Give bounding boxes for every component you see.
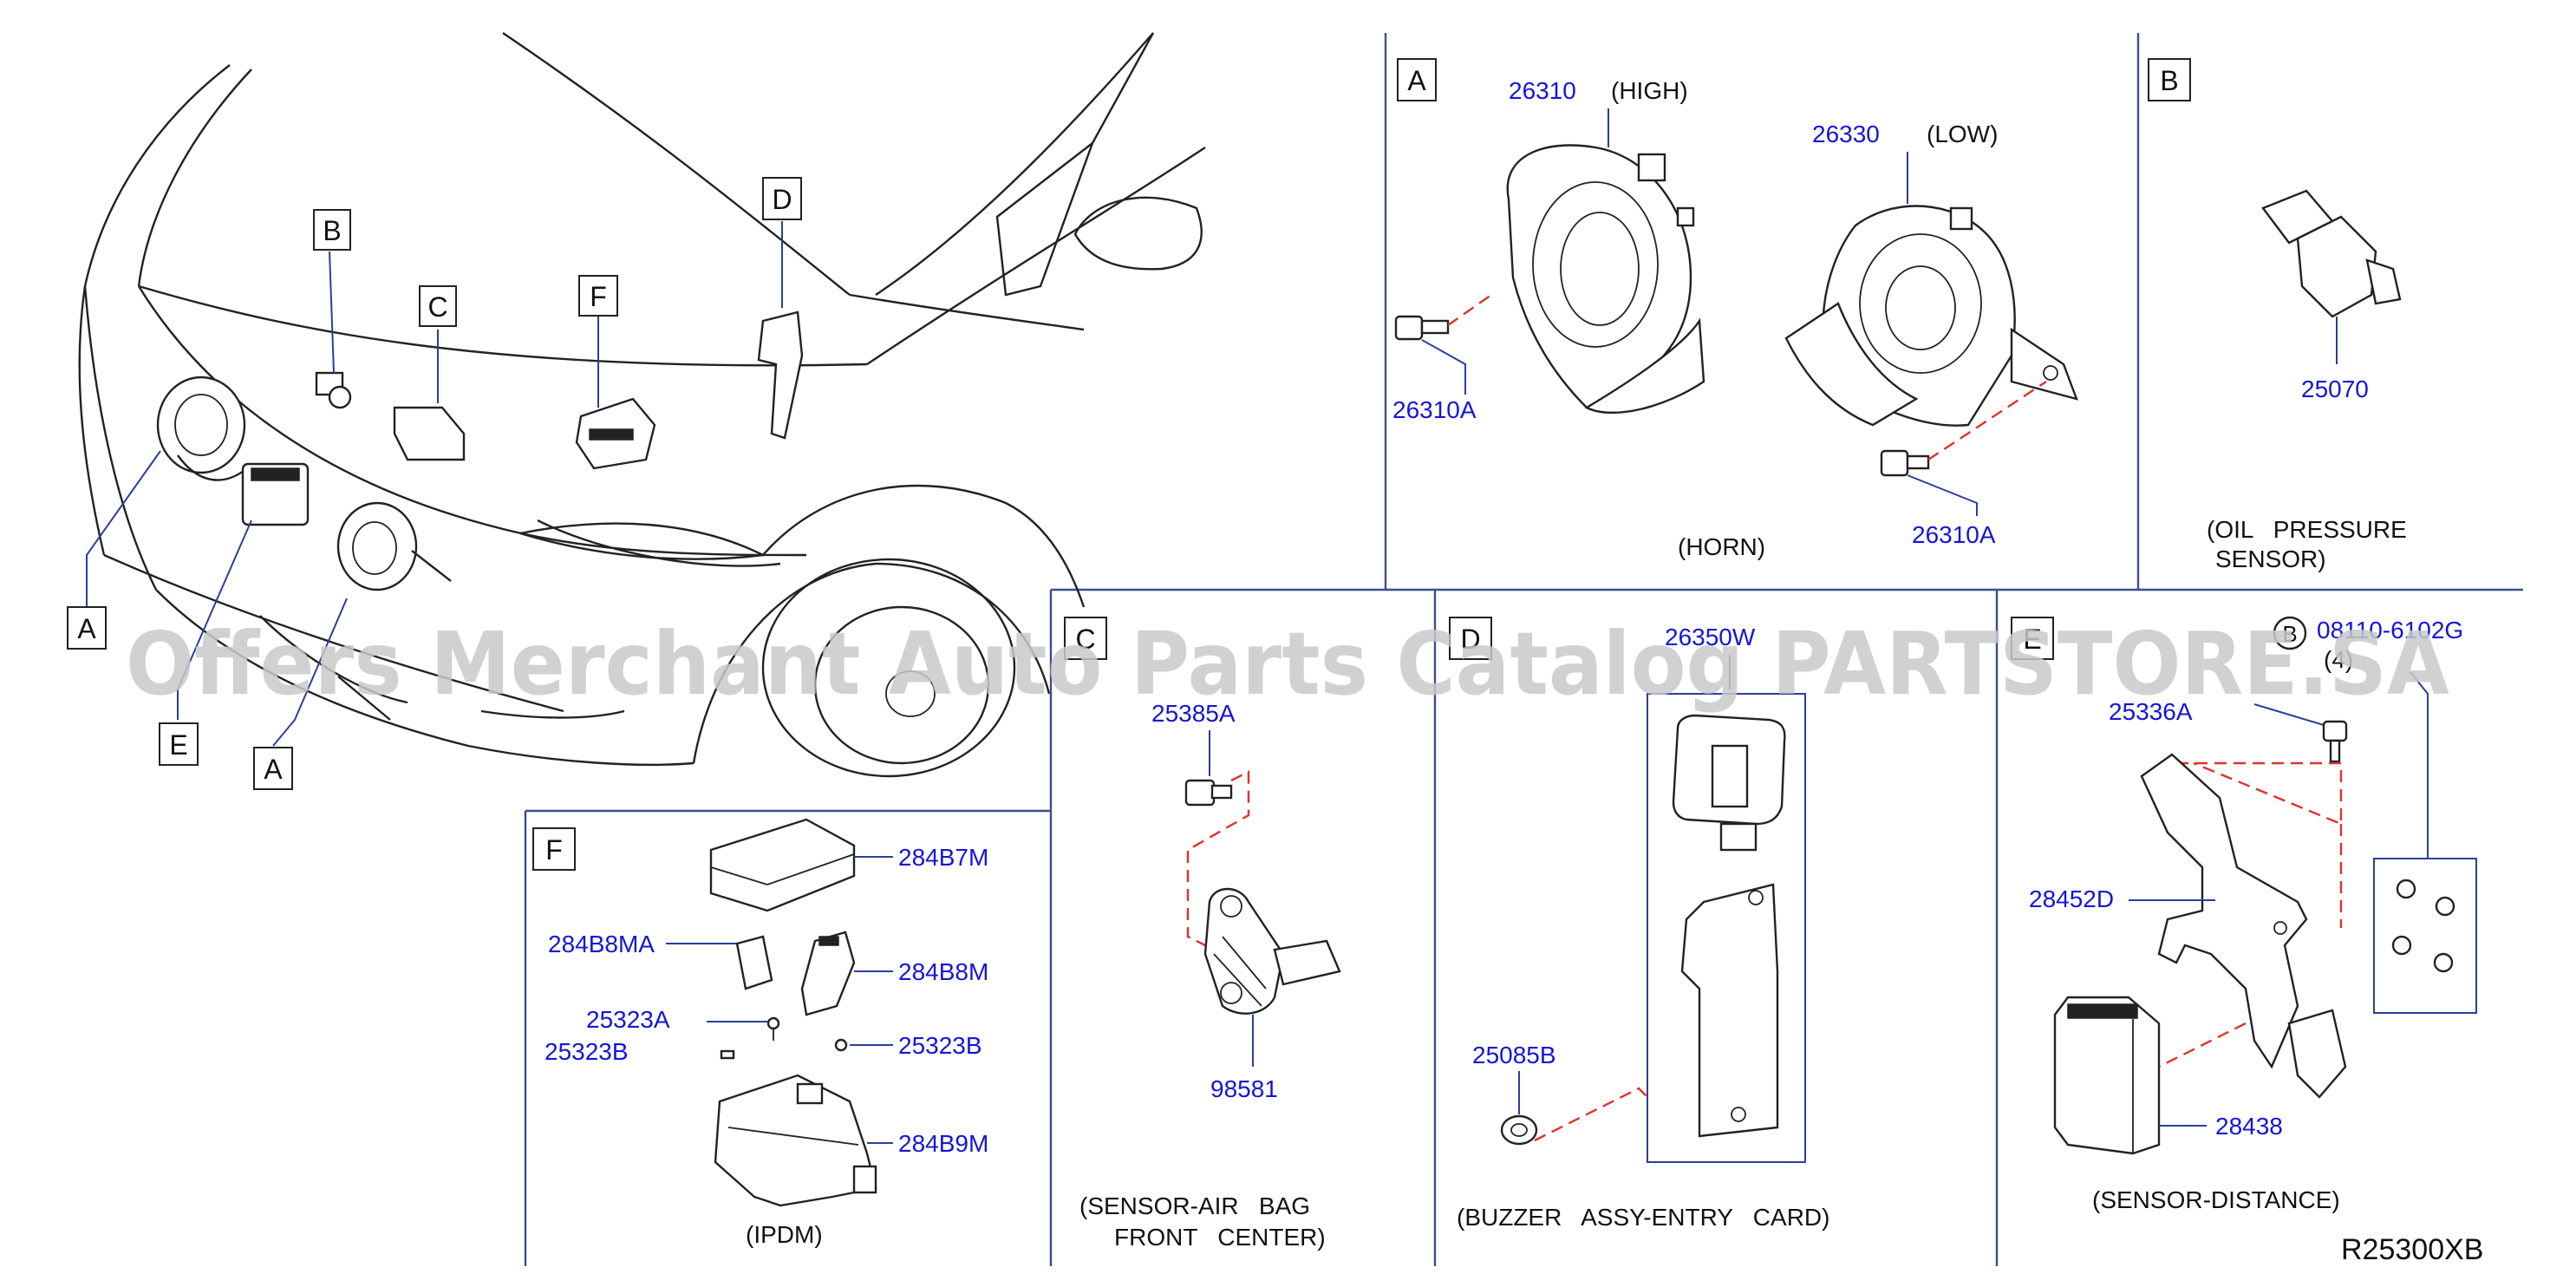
- watermark-text: Offers Merchant Auto Parts Catalog PARTS…: [126, 613, 2449, 715]
- panel-c-label-box: C: [1064, 617, 1107, 660]
- reference-code: R25300XB: [2341, 1233, 2483, 1266]
- ipdm-bracket-drawing: [800, 931, 856, 1016]
- part-26310: 26310: [1509, 77, 1576, 104]
- note-low: (LOW): [1927, 121, 1998, 147]
- module-28438-drawing: [2053, 996, 2161, 1155]
- part-25323b-right: 25323B: [898, 1032, 982, 1059]
- callout-c: C: [419, 285, 457, 327]
- panel-d-label-box: D: [1449, 617, 1492, 660]
- callout-b: B: [313, 209, 351, 251]
- part-25085b: 25085B: [1472, 1042, 1556, 1068]
- svg-text:D: D: [772, 184, 792, 215]
- panel-e-label-box: E: [2011, 617, 2054, 660]
- panel-b-oil-sensor: B 25070 (OIL PRESSURE SENSOR): [2148, 58, 2407, 572]
- part-284b7m: 284B7M: [898, 844, 988, 871]
- svg-text:A: A: [77, 613, 96, 644]
- caption-oil-line1: (OIL PRESSURE: [2207, 516, 2407, 543]
- overview-horn-left: [156, 376, 248, 481]
- part-98581: 98581: [1210, 1075, 1278, 1102]
- bolt-set-drawing: [2391, 879, 2455, 973]
- panel-f-label-box: F: [532, 827, 576, 871]
- caption-airbag-line1: (SENSOR-AIR BAG: [1079, 1192, 1310, 1219]
- ipdm-cover-drawing: [709, 818, 856, 912]
- part-25323b-left: 25323B: [545, 1038, 629, 1065]
- caption-distance: (SENSOR-DISTANCE): [2092, 1186, 2340, 1213]
- caption-ipdm: (IPDM): [746, 1221, 823, 1248]
- overview-airbag-sensor: [393, 406, 466, 461]
- overview-oil-sensor: [315, 371, 352, 409]
- svg-text:B: B: [2282, 621, 2297, 647]
- part-28452d: 28452D: [2029, 885, 2114, 912]
- caption-buzzer: (BUZZER ASSY-ENTRY CARD): [1457, 1204, 1829, 1231]
- bolt-std-symbol: B: [2273, 616, 2307, 650]
- bracket-28452d-drawing: [2140, 753, 2347, 1099]
- part-284b8ma: 284B8MA: [548, 931, 655, 957]
- callout-d: D: [762, 177, 802, 220]
- panel-f-ipdm: F 284B7M 284B8MA 284B8M 25323A 25323B: [532, 818, 988, 1248]
- part-284b8m: 284B8M: [898, 958, 988, 985]
- part-26310a-right: 26310A: [1912, 521, 1996, 548]
- nut-25085b-drawing: [1500, 1114, 1538, 1146]
- part-26310a-left: 26310A: [1392, 396, 1477, 423]
- panel-b-label-box: B: [2148, 58, 2191, 101]
- car-overview-drawing: [78, 32, 1206, 778]
- part-28438: 28438: [2215, 1113, 2283, 1140]
- part-25385a: 25385A: [1151, 700, 1236, 727]
- svg-text:C: C: [1075, 624, 1095, 655]
- overview-ipdm: [575, 397, 656, 470]
- callout-f: F: [578, 275, 618, 317]
- svg-text:F: F: [545, 834, 563, 866]
- bolt-26310a-left-drawing: [1394, 315, 1450, 341]
- panel-c-airbag-sensor: C 25385A 98581 (SENSOR-AIR BAG FRONT CEN…: [1064, 617, 1341, 1251]
- caption-airbag-line2: FRONT CENTER): [1114, 1224, 1326, 1251]
- ipdm-bracket-a-drawing: [735, 935, 773, 990]
- bolt-25385a-drawing: [1184, 779, 1233, 807]
- svg-text:B: B: [323, 215, 341, 246]
- svg-text:D: D: [1460, 624, 1480, 655]
- part-284b9m: 284B9M: [898, 1130, 988, 1157]
- part-25323a: 25323A: [586, 1006, 670, 1033]
- part-26330: 26330: [1812, 121, 1880, 147]
- caption-horn: (HORN): [1678, 533, 1765, 560]
- panel-e-distance-sensor: E B 08110-6102G (4) 25336A 28452D: [2011, 616, 2477, 1213]
- buzzer-bracket-drawing: [1680, 883, 1779, 1138]
- part-25070: 25070: [2301, 376, 2369, 402]
- bolt-25336a-drawing: [2322, 720, 2348, 763]
- part-08110-6102g: 08110-6102G: [2317, 617, 2463, 644]
- svg-text:A: A: [1407, 65, 1426, 96]
- svg-text:C: C: [427, 291, 447, 323]
- svg-text:F: F: [590, 281, 607, 312]
- panel-a-label-box: A: [1397, 58, 1437, 101]
- overview-horn-right: [336, 501, 452, 591]
- panel-borders: [524, 33, 2523, 1266]
- qty-4: (4): [2324, 646, 2353, 673]
- overview-callouts: B C F D A E A: [67, 177, 802, 790]
- part-26350w: 26350W: [1665, 624, 1756, 650]
- svg-text:E: E: [2023, 624, 2041, 655]
- buzzer-drawing: [1672, 714, 1786, 852]
- callout-a-right: A: [253, 747, 293, 790]
- bolt-26310a-right-drawing: [1880, 449, 1930, 477]
- oil-sensor-drawing: [2261, 189, 2402, 318]
- panel-a-horn: A 26310 (HIGH) 26310A: [1392, 58, 2078, 560]
- caption-oil-line2: SENSOR): [2215, 546, 2326, 572]
- horn-low-drawing: [1784, 205, 2078, 427]
- note-high: (HIGH): [1611, 77, 1688, 104]
- callout-e: E: [159, 722, 199, 766]
- airbag-sensor-drawing: [1203, 887, 1341, 1015]
- ipdm-housing-drawing: [714, 1074, 877, 1207]
- svg-text:E: E: [169, 729, 187, 761]
- svg-text:A: A: [264, 754, 283, 785]
- overview-distance-sensor: [241, 462, 310, 526]
- overview-buzzer: [757, 310, 804, 440]
- horn-high-drawing: [1506, 144, 1705, 414]
- panel-d-buzzer: D 26350W 25085B (BUZZER ASSY-ENTRY CARD): [1449, 617, 1829, 1231]
- part-25336a: 25336A: [2109, 698, 2193, 725]
- callout-a-left: A: [67, 606, 107, 650]
- svg-text:B: B: [2160, 65, 2178, 96]
- clip-25323a-drawing: [766, 1016, 780, 1041]
